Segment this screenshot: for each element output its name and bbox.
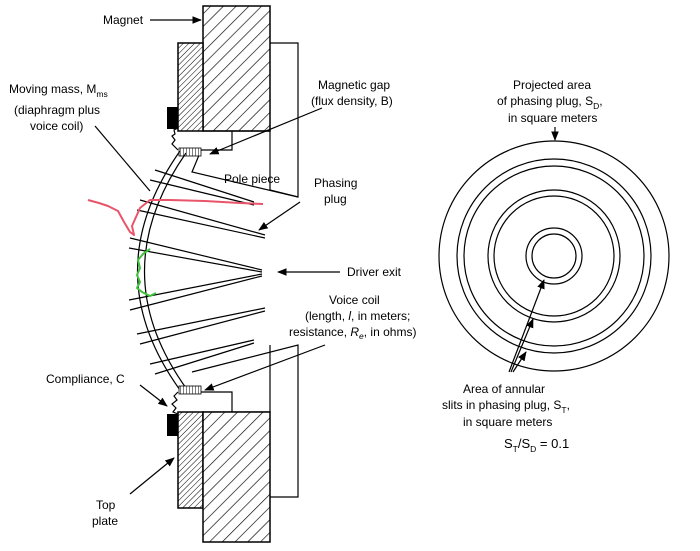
phasing-plug-arrow bbox=[258, 201, 301, 231]
moving-mass-label-line3: voice coil) bbox=[30, 119, 83, 133]
projected-area-label-line2: of phasing plug, SD, bbox=[497, 94, 603, 111]
annular-arrow-1 bbox=[508, 279, 545, 373]
annular-label-line2: slits in phasing plug, ST, bbox=[442, 398, 570, 415]
annular-arrow-3 bbox=[512, 351, 527, 373]
upper-magnet bbox=[202, 5, 271, 132]
top-plate-label-line2: plate bbox=[92, 514, 118, 528]
magnetic-gap-label-line2: (flux density, B) bbox=[311, 94, 393, 108]
ratio-label: ST/SD = 0.1 bbox=[504, 436, 569, 454]
ring-4 bbox=[487, 189, 621, 323]
diaphragm-inner bbox=[144, 152, 187, 389]
magnet-label: Magnet bbox=[103, 13, 144, 27]
lower-compliance-block bbox=[167, 414, 178, 436]
upper-compliance-block bbox=[167, 107, 178, 129]
lower-compliance-surround bbox=[171, 391, 179, 415]
moving-mass-label: Moving mass, Mms bbox=[9, 82, 108, 99]
magnetic-gap-label: Magnetic gap bbox=[318, 78, 390, 92]
lower-pole-edge bbox=[191, 344, 299, 498]
annular-label: Area of annular bbox=[463, 382, 545, 396]
ring-7 bbox=[531, 233, 577, 279]
ring-6 bbox=[525, 227, 583, 285]
phasing-plug-label: Phasing bbox=[314, 176, 357, 190]
ring-2 bbox=[456, 158, 652, 354]
phasing-plug-front-view: Projected area of phasing plug, SD, in s… bbox=[438, 78, 670, 454]
voice-coil-label-line2: (length, l, in meters; bbox=[305, 309, 410, 323]
outer-circle bbox=[438, 140, 670, 372]
annular-label-line3: in square meters bbox=[463, 415, 552, 429]
magnetic-gap-arrow bbox=[209, 107, 323, 155]
lower-voice-coil bbox=[178, 385, 202, 395]
projected-area-label: Projected area bbox=[513, 78, 591, 92]
red-annotation-stroke bbox=[87, 199, 264, 236]
voice-coil-label: Voice coil bbox=[329, 293, 380, 307]
pole-piece-label: Pole piece bbox=[224, 172, 280, 186]
voice-coil-label-line3: resistance, Re, in ohms) bbox=[289, 325, 416, 341]
voice-coil-arrow bbox=[204, 344, 326, 391]
ring-3 bbox=[463, 165, 645, 347]
lower-top-plate bbox=[177, 411, 204, 509]
compliance-arrow bbox=[139, 384, 168, 407]
top-plate-label: Top bbox=[96, 498, 116, 512]
upper-top-plate bbox=[177, 42, 204, 132]
ring-5 bbox=[493, 195, 615, 317]
driver-cross-section: Magnet Moving mass, Mms (diaphragm plus … bbox=[9, 5, 416, 543]
phasing-plug-label-line2: plug bbox=[324, 192, 347, 206]
moving-mass-label-line2: (diaphragm plus bbox=[14, 103, 100, 117]
diaphragm-outer bbox=[137, 150, 181, 391]
lower-magnet bbox=[202, 411, 271, 543]
driver-exit-label: Driver exit bbox=[347, 265, 402, 279]
lower-pole-outline bbox=[201, 391, 233, 412]
upper-voice-coil bbox=[178, 147, 202, 157]
annular-arrow-2 bbox=[510, 318, 534, 373]
projected-area-label-line3: in square meters bbox=[508, 111, 597, 125]
compliance-label: Compliance, C bbox=[46, 372, 125, 386]
green-annotation-stroke bbox=[136, 248, 157, 297]
moving-mass-arrow bbox=[94, 125, 151, 192]
top-plate-arrow bbox=[129, 457, 175, 495]
upper-yoke bbox=[203, 130, 271, 190]
upper-compliance-surround bbox=[171, 127, 179, 151]
